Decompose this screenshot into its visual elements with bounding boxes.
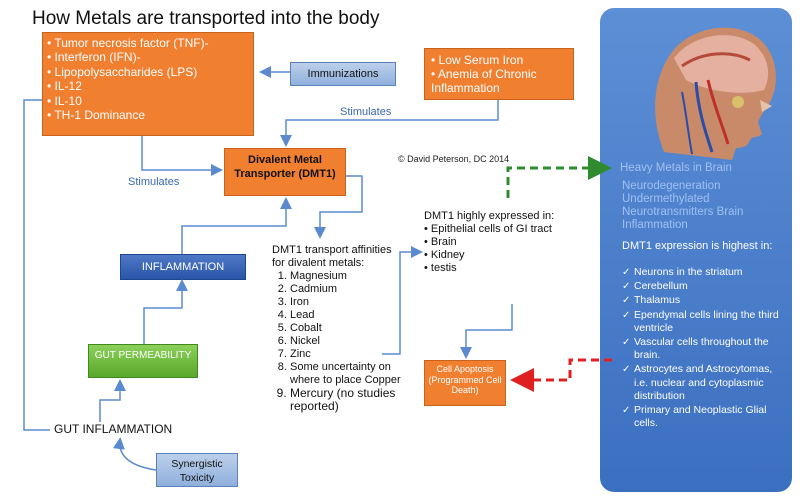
arrow-gut-inflammation-box [143, 279, 188, 344]
tissue-item: Brain [424, 236, 594, 249]
arrow-dmt1-affinities [314, 175, 363, 239]
tissue-item: testis [424, 262, 594, 275]
affinities-list: DMT1 transport affinities for divalent m… [272, 244, 404, 413]
metal-item: Zinc [290, 348, 404, 361]
stimulates-label-top: Stimulates [340, 106, 392, 118]
gut-inflammation-label: GUT INFLAMMATION [54, 422, 173, 436]
inflammation-box: INFLAMMATION [120, 254, 246, 280]
affinities-heading: DMT1 transport affinities for divalent m… [272, 244, 392, 269]
tissue-item: Epithelial cells of GI tract [424, 223, 594, 236]
tissue-item: Kidney [424, 249, 594, 262]
arrow-iron-dmt1 [280, 100, 499, 147]
cytokine-item: IL-10 [47, 94, 249, 108]
heavy-metals-label: Heavy Metals in Brain [620, 162, 732, 174]
arrow-synergistic [112, 437, 157, 471]
brain-region-item: Neurons in the striatum [622, 266, 788, 279]
line-gut-inflammation [23, 99, 50, 431]
arrow-affinities-expressed [382, 246, 423, 355]
arrow-red-apoptosis [510, 358, 612, 392]
brain-expression-heading: DMT1 expression is highest in: [622, 240, 773, 252]
neuro-effects-label: Neurodegeneration Undermethylated Neurot… [622, 180, 744, 231]
arrow-cytokines-dmt1 [141, 136, 223, 176]
metal-item: Nickel [290, 335, 404, 348]
metal-item: Cobalt [290, 322, 404, 335]
head-anatomy-icon [655, 27, 776, 161]
copyright-text: © David Peterson, DC 2014 [398, 154, 510, 164]
brain-region-item: Thalamus [622, 294, 788, 307]
expressed-list: DMT1 highly expressed in: Epithelial cel… [424, 210, 594, 275]
cytokine-item: IL-12 [47, 79, 249, 93]
metal-item: Magnesium [290, 270, 404, 283]
synergistic-toxicity-box: Synergistic Toxicity [156, 453, 238, 487]
brain-expression-list: Neurons in the striatum Cerebellum Thala… [622, 266, 788, 431]
metal-item: Iron [290, 296, 404, 309]
metal-item: Mercury (no studies reported) [290, 387, 404, 413]
page-title: How Metals are transported into the body [32, 8, 380, 29]
arrow-gut-to-permeability [99, 379, 126, 422]
stimulates-label-left: Stimulates [128, 176, 180, 188]
cytokine-item: Lipopolysaccharides (LPS) [47, 65, 249, 79]
metal-item: Lead [290, 309, 404, 322]
metal-item: Some uncertainty on where to place Coppe… [290, 361, 404, 387]
arrow-green-heavy-metals [506, 156, 612, 198]
gut-permeability-box: GUT PERMEABILITY [88, 344, 198, 378]
iron-item: Anemia of Chronic Inflammation [431, 67, 567, 95]
arrow-expressed-apoptosis [460, 304, 513, 359]
cytokines-box: Tumor necrosis factor (TNF)- Interferon … [42, 32, 254, 136]
iron-item: Low Serum Iron [431, 53, 567, 67]
arrow-inflammation-dmt1 [181, 197, 292, 254]
iron-box: Low Serum Iron Anemia of Chronic Inflamm… [424, 48, 574, 100]
brain-region-item: Vascular cells throughout the brain. [622, 336, 788, 362]
brain-region-item: Cerebellum [622, 280, 788, 293]
metal-item: Cadmium [290, 283, 404, 296]
cytokine-item: Tumor necrosis factor (TNF)- [47, 36, 249, 50]
brain-region-item: Astrocytes and Astrocytomas, i.e. nuclea… [622, 363, 788, 403]
brain-region-item: Ependymal cells lining the third ventric… [622, 309, 788, 335]
apoptosis-box: Cell Apoptosis (Programmed Cell Death) [424, 360, 506, 406]
dmt1-box: Divalent Metal Transporter (DMT1) [224, 148, 346, 196]
immunizations-box: Immunizations [290, 62, 396, 86]
brain-region-item: Primary and Neoplastic Glial cells. [622, 404, 788, 430]
cytokine-item: Interferon (IFN)- [47, 50, 249, 64]
cytokine-item: TH-1 Dominance [47, 108, 249, 122]
expressed-heading: DMT1 highly expressed in: [424, 210, 555, 222]
